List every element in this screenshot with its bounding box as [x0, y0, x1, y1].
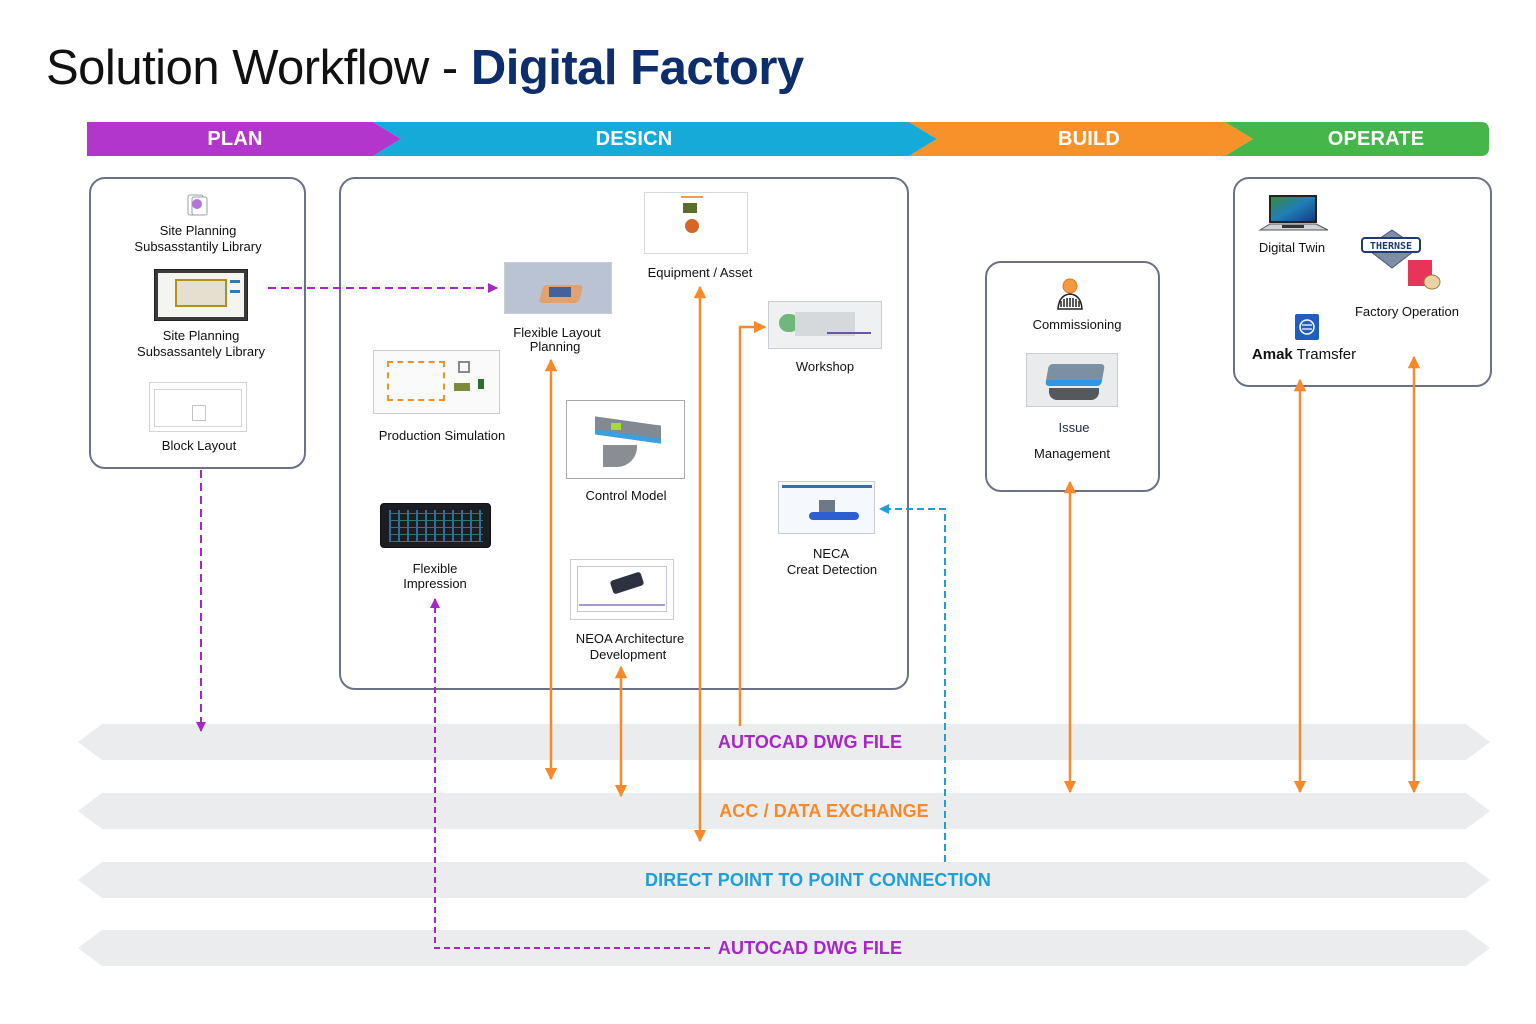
- build-item-1-label: Commissioning: [1032, 317, 1122, 332]
- lane-autocad-dwg-2: [78, 930, 1490, 966]
- simulation-sheet: [373, 350, 500, 414]
- title-accent: Digital Factory: [470, 41, 804, 95]
- lane-autocad-dwg-1: [78, 724, 1490, 760]
- control-model-render: [566, 400, 685, 479]
- design-item-4-label: Production Simulation: [378, 428, 506, 443]
- design-item-6-line1: Flexible: [412, 561, 458, 576]
- lane-label-autocad-dwg-2: AUTOCAD DWG FILE: [717, 938, 903, 958]
- design-item-6-line2: Impression: [403, 576, 467, 591]
- design-item-1-line1: Flexible Layout: [513, 325, 601, 340]
- issue-render: [1026, 353, 1118, 407]
- clash-detection-screenshot: [778, 481, 875, 534]
- phase-build-shape: [909, 122, 1253, 156]
- operate-item-1-label: Digital Twin: [1258, 240, 1326, 255]
- design-item-3-label: Workshop: [795, 359, 855, 374]
- block-layout-drawing: [149, 382, 247, 432]
- page-title: Solution Workflow - Digital Factory: [46, 40, 804, 96]
- design-item-7-line1: NEOA Architecture: [575, 631, 685, 646]
- design-item-8-line1: NECA: [812, 546, 850, 561]
- lane-shape: [78, 930, 1490, 966]
- monitor-icon: [1258, 195, 1329, 231]
- design-item-8-line2: Creat Detection: [786, 562, 878, 577]
- title-lead: Solution Workflow -: [46, 41, 471, 95]
- site-plan-screenshot: [154, 269, 248, 321]
- phase-design-shape: [373, 122, 937, 156]
- plan-item-2-line2: Subsassantely Library: [137, 344, 265, 359]
- layout-3d-render: [504, 262, 612, 314]
- schematic-dark: [380, 503, 491, 548]
- phase-design[interactable]: DESICN: [595, 128, 673, 150]
- lane-shape: [78, 724, 1490, 760]
- build-item-2-line1: Issue: [1058, 420, 1090, 435]
- therm-badge-icon: THERNSE: [1361, 229, 1441, 290]
- therm-badge-text: THERNSE: [1370, 241, 1412, 252]
- design-item-5-label: Control Model: [585, 488, 667, 503]
- plan-item-1-line2: Subsasstantily Library: [134, 239, 262, 254]
- phase-plan[interactable]: PLAN: [207, 128, 263, 150]
- phase-plan-shape: [87, 122, 401, 156]
- lane-label-autocad-dwg-1: AUTOCAD DWG FILE: [717, 732, 903, 752]
- plan-item-2-line1: Site Planning: [162, 328, 240, 343]
- operate-item-2-label: Factory Operation: [1354, 304, 1460, 319]
- lane-direct-p2p: [78, 862, 1490, 898]
- equipment-sheet: [644, 192, 748, 254]
- plan-item-3-label: Block Layout: [161, 438, 237, 453]
- lane-label-direct-p2p: DIRECT POINT TO POINT CONNECTION: [645, 870, 991, 890]
- lane-label-acc-data-exchange: ACC / DATA EXCHANGE: [719, 801, 929, 821]
- transfer-logo-icon: [1295, 314, 1319, 340]
- plan-item-1-line1: Site Planning: [159, 223, 237, 238]
- design-item-7-line2: Development: [589, 647, 667, 662]
- operate-item-3-brand: Amak: [1251, 346, 1293, 363]
- phase-operate-shape: [1225, 122, 1489, 156]
- phase-operate[interactable]: OPERATE: [1327, 128, 1425, 150]
- document-icon: [187, 194, 208, 216]
- architecture-drawing: [570, 559, 674, 620]
- phase-build[interactable]: BUILD: [1057, 128, 1121, 150]
- design-item-1-line2: Planning: [529, 339, 581, 354]
- lane-shape: [78, 862, 1490, 898]
- phase-bar-shapes: [87, 122, 1489, 156]
- operate-item-3-rest: Tramsfer: [1292, 346, 1357, 363]
- phase-bar: PLAN DESICN BUILD OPERATE: [87, 122, 1489, 156]
- operate-item-3-label: Amak Tramsfer: [1252, 346, 1356, 364]
- person-icon: [1057, 278, 1083, 310]
- lane-acc-data-exchange: [78, 793, 1490, 829]
- workshop-render: [768, 301, 882, 349]
- lane-shape: [78, 793, 1490, 829]
- design-item-2-label: Equipment / Asset: [647, 265, 753, 280]
- build-item-2-line2: Management: [1034, 446, 1110, 461]
